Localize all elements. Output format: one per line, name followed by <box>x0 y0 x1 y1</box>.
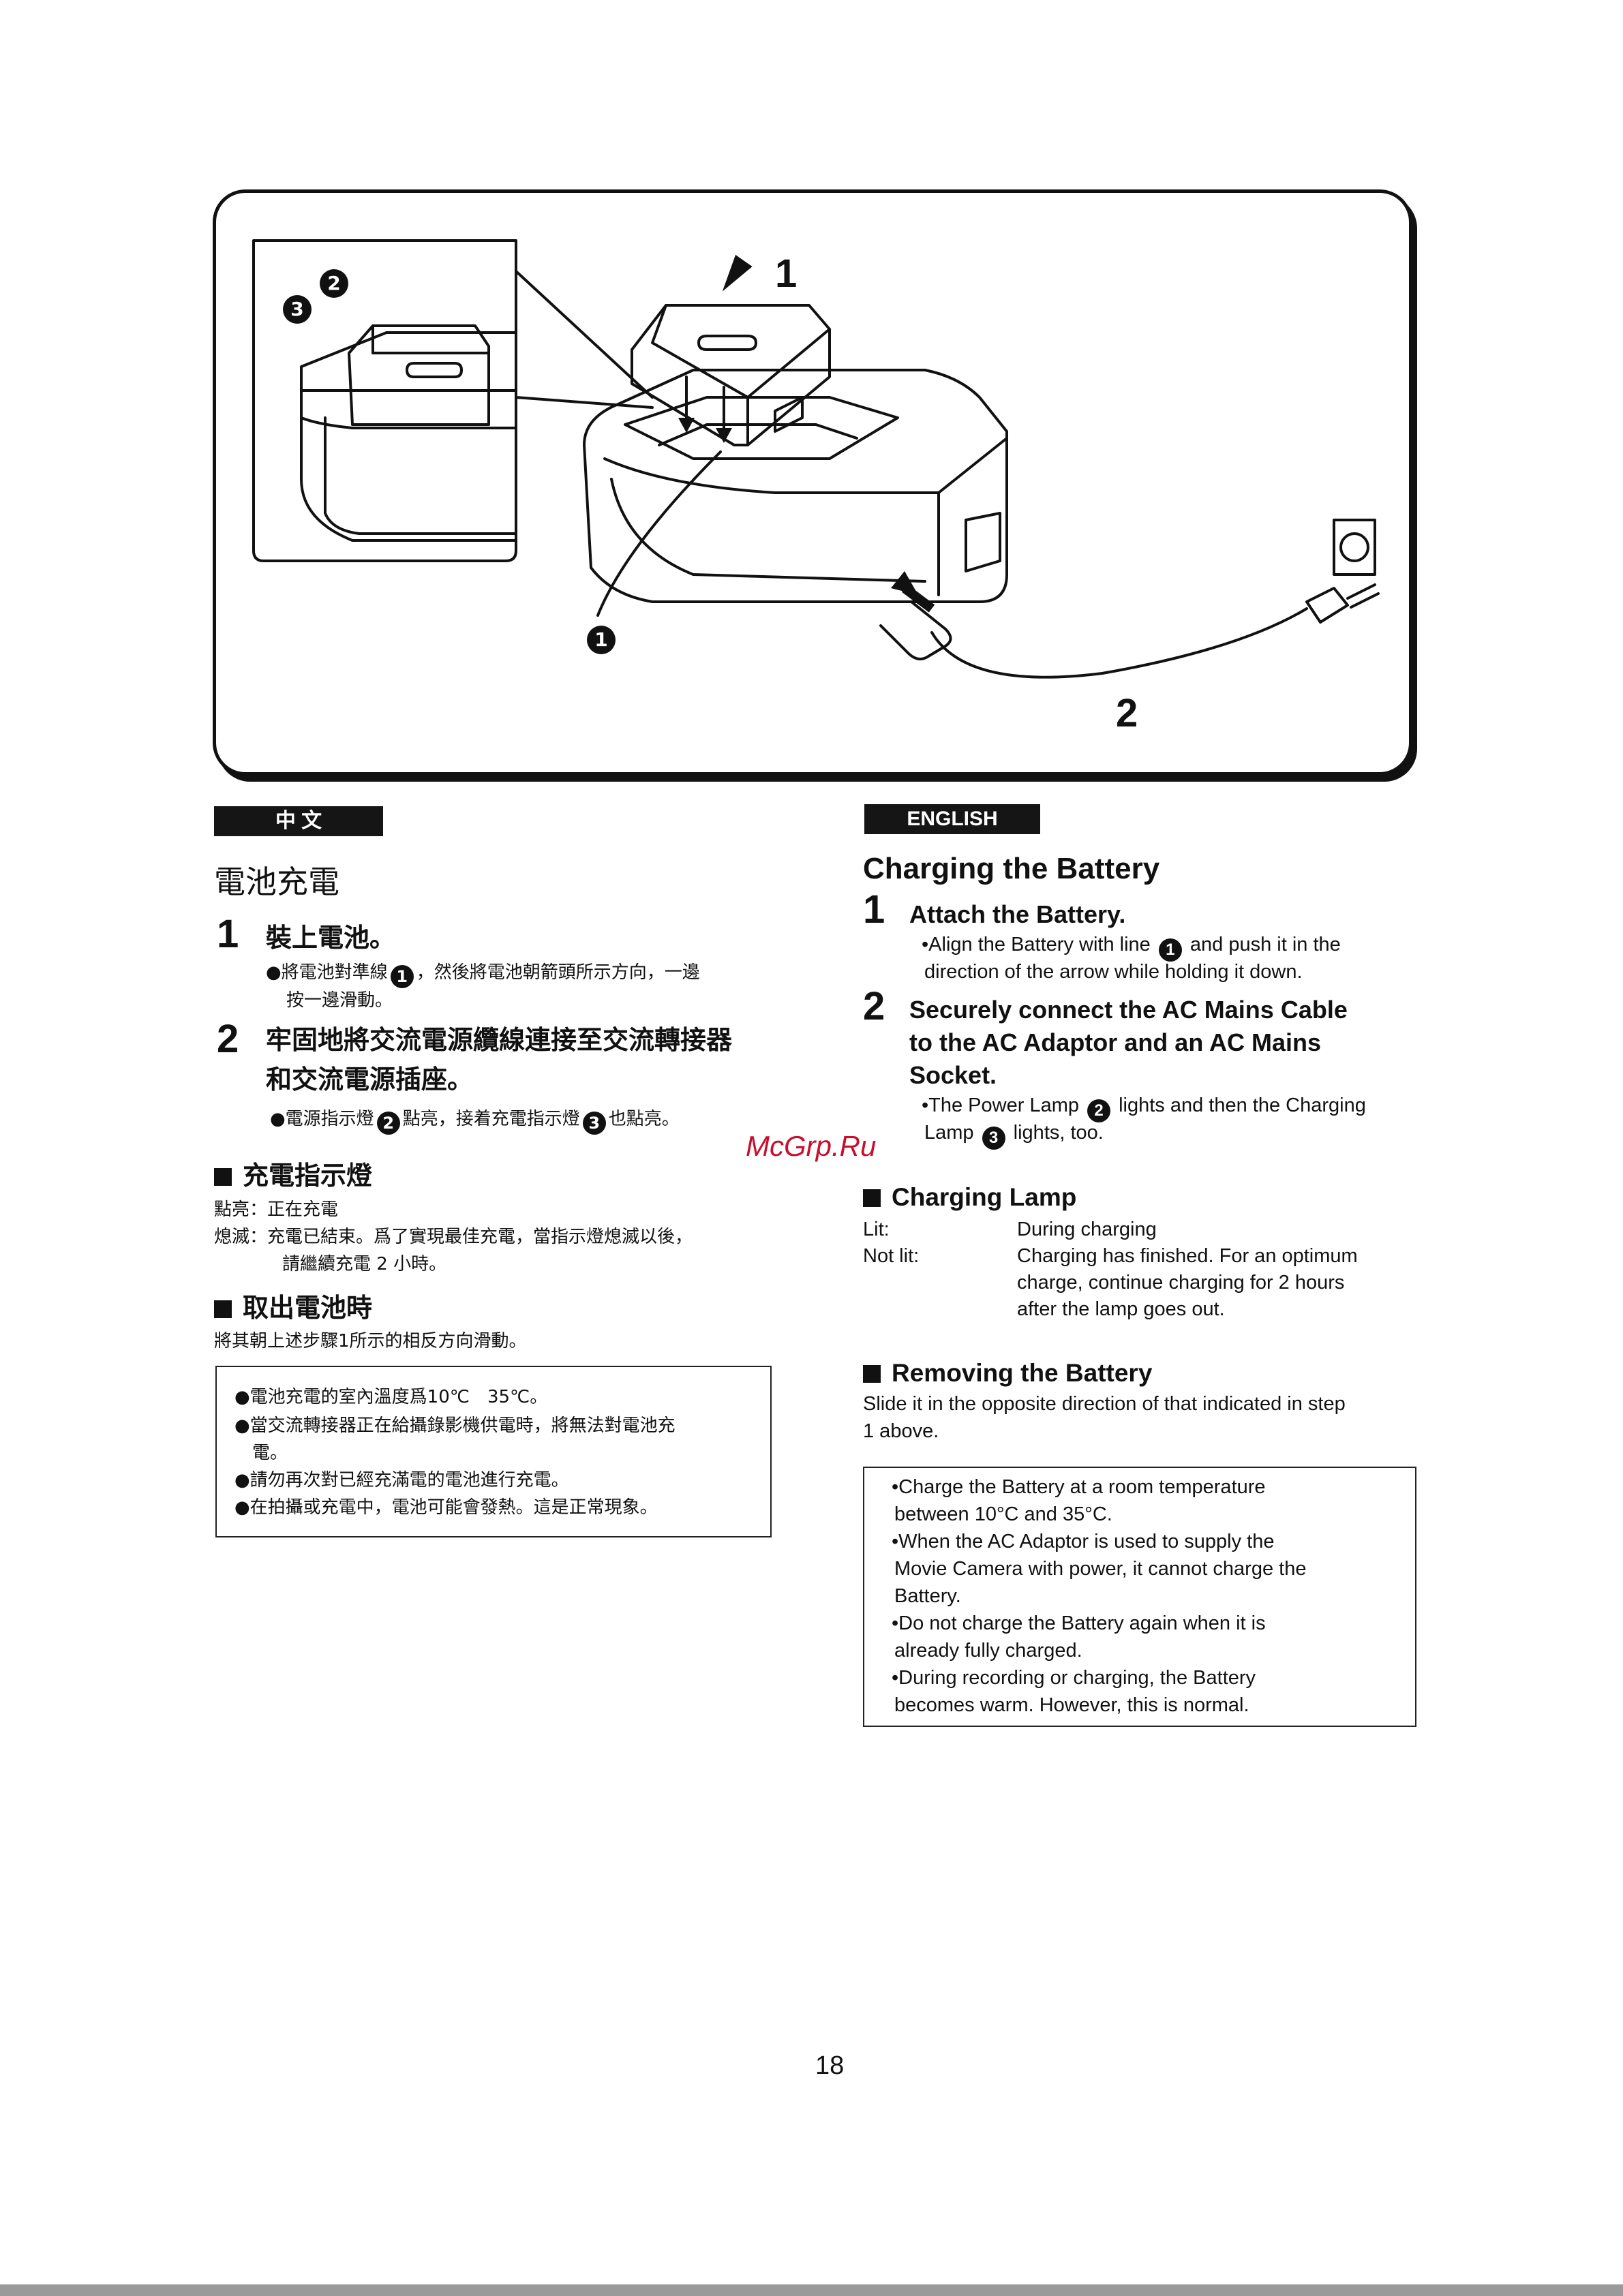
zh-removing-text: 將其朝上述步驟1所示的相反方向滑動。 <box>214 1331 527 1351</box>
zh-charging-lamp-heading: 充電指示燈 <box>214 1154 372 1192</box>
chinese-section-tag: 中 文 <box>214 806 383 836</box>
en-note-line: between 10°C and 35°C. <box>894 1503 1112 1525</box>
zh-note-line: ●請勿再次對已經充滿電的電池進行充電。 <box>234 1470 569 1490</box>
en-notlit-line: Charging has finished. For an optimum <box>1017 1245 1358 1267</box>
zh-lamp-off-row: 熄滅：充電已結束。爲了實現最佳充電，當指示燈熄滅以後， <box>214 1227 693 1247</box>
en-note-line: already fully charged. <box>894 1640 1082 1662</box>
zh-step-2-number: 2 <box>217 1017 239 1061</box>
en-removing-line: 1 above. <box>863 1420 939 1442</box>
zh-removing-heading: 取出電池時 <box>214 1287 372 1324</box>
en-note-line: •When the AC Adaptor is used to supply t… <box>892 1531 1275 1552</box>
zh-note-line: 電。 <box>234 1443 288 1463</box>
en-step-1-body: •Align the Battery with line 1 and push … <box>922 931 1341 962</box>
en-note-line: •Charge the Battery at a room temperatur… <box>892 1476 1266 1498</box>
en-step-2-body-cont: Lamp 3 lights, too. <box>924 1119 1104 1150</box>
en-removing-heading: Removing the Battery <box>863 1359 1152 1388</box>
en-step-2-heading-b: to the AC Adaptor and an AC Mains <box>909 1028 1322 1056</box>
en-step-1-body-cont: direction of the arrow while holding it … <box>924 961 1303 983</box>
bottom-scan-band <box>0 2284 1623 2296</box>
en-step-2-body: •The Power Lamp 2 lights and then the Ch… <box>922 1092 1366 1122</box>
callout-2-label: 2 <box>1116 691 1138 735</box>
en-notes-box: •Charge the Battery at a room temperatur… <box>863 1467 1416 1727</box>
zh-lamp-off-row-cont: 請繼續充電 2 小時。 <box>282 1254 447 1274</box>
marker-1: 1 <box>587 626 616 654</box>
en-lit-label: Lit: <box>863 1219 890 1240</box>
zh-step-2-heading-a: 牢固地將交流電源纜線連接至交流轉接器 <box>266 1025 733 1055</box>
en-note-line: Movie Camera with power, it cannot charg… <box>894 1558 1307 1580</box>
charger-illustration <box>252 239 1380 679</box>
en-note-line: Battery. <box>894 1585 961 1607</box>
en-notlit-line: after the lamp goes out. <box>1017 1298 1225 1320</box>
zh-note-line: ●在拍攝或充電中，電池可能會發熱。這是正常現象。 <box>234 1497 658 1518</box>
zh-notes-box: ●電池充電的室內溫度爲10℃ 35℃。 ●當交流轉接器正在給攝錄影機供電時，將無… <box>215 1366 772 1537</box>
en-step-2-number: 2 <box>863 984 885 1028</box>
zh-page-title: 電池充電 <box>214 863 339 900</box>
en-notlit-line: charge, continue charging for 2 hours <box>1017 1272 1345 1294</box>
marker-2: 2 <box>320 269 348 298</box>
en-note-line: •Do not charge the Battery again when it… <box>892 1612 1266 1634</box>
en-notlit-label: Not lit: <box>863 1245 920 1267</box>
zh-note-line: ●當交流轉接器正在給攝錄影機供電時，將無法對電池充 <box>234 1415 676 1436</box>
page-number: 18 <box>815 2051 845 2080</box>
zh-lamp-lit-row: 點亮：正在充電 <box>214 1199 339 1220</box>
marker-3: 3 <box>283 295 312 324</box>
en-note-line: becomes warm. However, this is normal. <box>894 1694 1249 1716</box>
zh-step-1-number: 1 <box>217 912 239 956</box>
inset-box <box>252 239 517 562</box>
en-step-1-heading: Attach the Battery. <box>909 900 1126 928</box>
en-step-1-number: 1 <box>863 887 885 932</box>
illustration-frame: 1 2 1 2 3 <box>213 189 1412 776</box>
en-removing-line: Slide it in the opposite direction of th… <box>863 1393 1346 1415</box>
zh-note-line: ●電池充電的室內溫度爲10℃ 35℃。 <box>234 1387 548 1407</box>
en-lit-text: During charging <box>1017 1219 1157 1240</box>
english-section-tag: ENGLISH <box>864 804 1040 834</box>
callout-1-label: 1 <box>775 251 798 296</box>
en-step-2-heading-c: Socket. <box>909 1061 997 1089</box>
zh-step-2-heading-b: 和交流電源插座。 <box>266 1065 474 1095</box>
zh-step-1-heading: 裝上電池。 <box>266 923 396 953</box>
watermark-link[interactable]: McGrp.Ru <box>746 1130 877 1162</box>
en-charging-lamp-heading: Charging Lamp <box>863 1183 1076 1212</box>
en-step-2-heading-a: Securely connect the AC Mains Cable <box>909 996 1348 1024</box>
en-page-title: Charging the Battery <box>863 852 1160 885</box>
en-note-line: •During recording or charging, the Batte… <box>892 1667 1256 1689</box>
zh-step-1-body-cont: 按一邊滑動。 <box>286 990 393 1011</box>
